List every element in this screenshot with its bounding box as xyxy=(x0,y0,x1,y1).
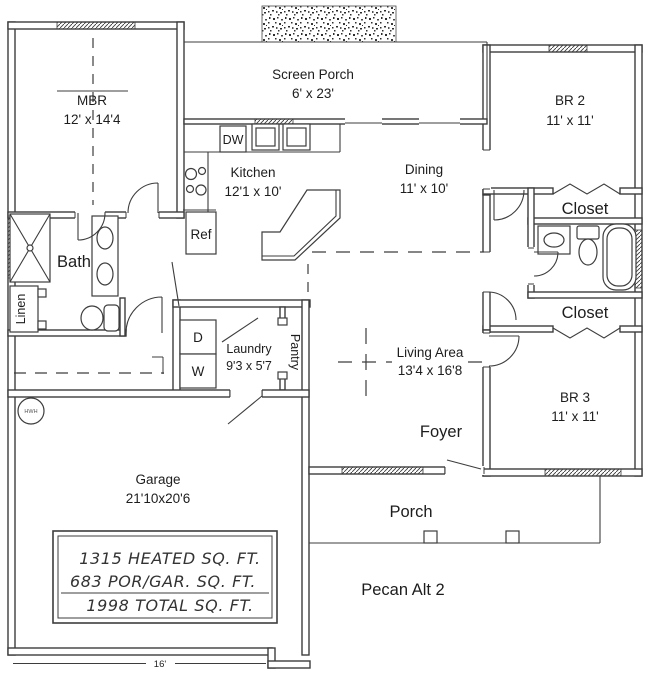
kitchen-dims: 12'1 x 10' xyxy=(225,184,282,199)
porch-post xyxy=(423,530,438,544)
kitchen-fixtures xyxy=(171,123,341,307)
screen-porch-label: Screen Porch xyxy=(272,67,354,82)
dining-label: Dining xyxy=(405,162,443,177)
closet-bottom-label: Closet xyxy=(562,304,609,322)
dryer-label: D xyxy=(193,330,203,345)
closet-bottom-bifold xyxy=(552,327,621,339)
closet-top-label: Closet xyxy=(562,200,609,218)
front-door-leaf xyxy=(446,459,482,470)
porgar-sqft: 683 POR/GAR. SQ. FT. xyxy=(70,572,256,591)
br3-dims: 11' x 11' xyxy=(551,409,598,424)
laundry-garage-fixtures xyxy=(17,317,482,470)
br2-door xyxy=(493,189,525,221)
screen-porch-structure xyxy=(184,5,488,119)
washer-label: W xyxy=(192,364,205,379)
hall-living-door xyxy=(487,291,517,321)
door-openings xyxy=(74,118,535,475)
heated-sqft: 1315 HEATED SQ. FT. xyxy=(79,549,261,568)
kitchen-door-leaf xyxy=(171,261,180,307)
laundry-label: Laundry xyxy=(226,342,272,356)
total-sqft: 1998 TOTAL SQ. FT. xyxy=(86,596,253,615)
hall-door xyxy=(125,296,163,334)
washer xyxy=(179,353,217,389)
br3-window xyxy=(544,468,622,477)
room-labels: MBR 12' x 14'4 Screen Porch 6' x 23' Kit… xyxy=(14,67,609,670)
water-heater xyxy=(17,397,45,425)
mbr-dims: 12' x 14'4 xyxy=(64,112,121,127)
porch-structure xyxy=(309,476,601,544)
laundry-door-leaf xyxy=(221,317,259,343)
br3-door xyxy=(488,335,520,367)
chimney xyxy=(261,5,397,43)
br2-label: BR 2 xyxy=(555,93,585,108)
dining-dims: 11' x 10' xyxy=(400,181,448,196)
dishwasher-label: DW xyxy=(223,133,244,147)
bath2-toilet xyxy=(576,225,600,266)
plan-name: Pecan Alt 2 xyxy=(361,581,444,599)
foyer-label: Foyer xyxy=(420,423,463,441)
linen-label: Linen xyxy=(14,294,28,325)
stove-burners xyxy=(184,166,207,196)
kitchen-window xyxy=(254,118,294,125)
dishwasher xyxy=(219,125,247,153)
bath2-door xyxy=(533,251,559,277)
reference-lines xyxy=(13,38,486,665)
garage-entry-door-leaf xyxy=(227,395,263,425)
screen-porch-dims: 6' x 23' xyxy=(292,86,334,101)
living-label: Living Area xyxy=(397,345,464,360)
closet-top-bifold xyxy=(552,183,621,195)
br2-window xyxy=(548,44,588,53)
breakfast-bar xyxy=(261,189,341,261)
garage-label: Garage xyxy=(135,472,180,487)
porch-post xyxy=(505,530,520,544)
pantry-label: Pantry xyxy=(288,334,302,371)
bedroom-wing-fixtures xyxy=(487,183,637,367)
garage-door-width: 16' xyxy=(154,659,167,670)
refrigerator xyxy=(185,211,217,255)
mbr-window xyxy=(56,21,136,30)
br3-label: BR 3 xyxy=(560,390,590,405)
garage-dims: 21'10x20'6 xyxy=(126,491,190,506)
porch-label: Porch xyxy=(389,503,432,521)
refrigerator-label: Ref xyxy=(190,227,211,242)
living-window xyxy=(341,466,424,475)
toilet xyxy=(80,304,120,332)
living-dims: 13'4 x 16'8 xyxy=(398,363,462,378)
water-heater-label: HWH xyxy=(24,409,37,415)
area-summary-box: 1315 HEATED SQ. FT. 683 POR/GAR. SQ. FT.… xyxy=(52,530,278,624)
bath-label: Bath xyxy=(57,253,91,271)
kitchen-label: Kitchen xyxy=(230,165,275,180)
laundry-dims: 9'3 x 5'7 xyxy=(226,359,272,373)
linen-closet xyxy=(9,285,39,333)
bathtub xyxy=(602,223,637,291)
dryer xyxy=(179,319,217,355)
master-bath-fixtures xyxy=(9,182,163,334)
mbr-door xyxy=(127,182,159,214)
br2-dims: 11' x 11' xyxy=(546,113,593,128)
mbr-label: MBR xyxy=(77,93,107,108)
bath-door xyxy=(77,212,106,241)
